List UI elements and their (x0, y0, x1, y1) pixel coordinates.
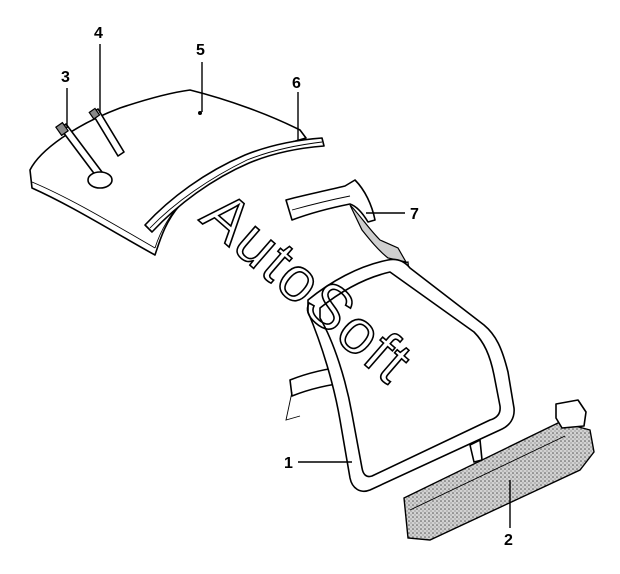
drip-rail-strip (144, 137, 325, 233)
callout-5: 5 (196, 42, 205, 59)
rocker-sill-panel (403, 399, 595, 541)
roof-panel (29, 89, 307, 256)
callout-4: 4 (94, 25, 103, 42)
leader-lines (66, 44, 511, 528)
callout-7: 7 (410, 206, 419, 223)
antenna-base (55, 121, 113, 189)
callout-1: 1 (284, 455, 293, 472)
callout-3: 3 (61, 69, 70, 86)
door-seal-weatherstrip (307, 258, 515, 493)
callout-labels: 3 4 5 6 7 1 2 (61, 25, 513, 549)
callout-2: 2 (504, 532, 513, 549)
callout-6: 6 (292, 75, 301, 92)
antenna-rod (88, 107, 125, 157)
